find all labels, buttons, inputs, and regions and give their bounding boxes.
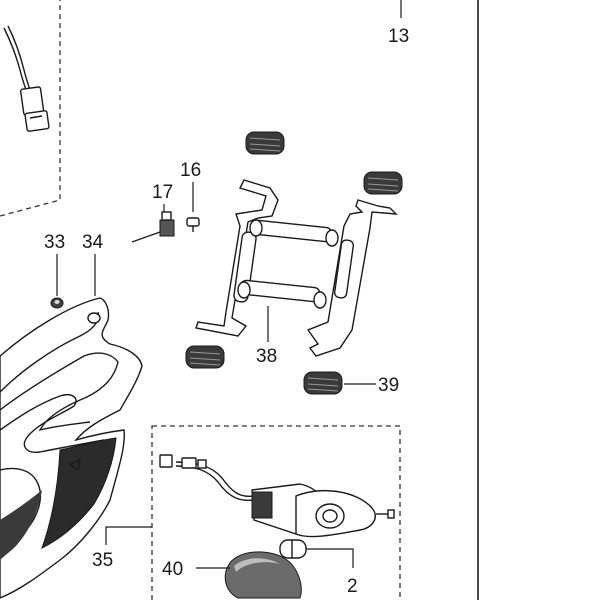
callout-34: 34 (82, 232, 104, 253)
rubber-bushing-39 (303, 371, 343, 395)
lens-40 (224, 551, 302, 599)
dashed-group-box-wiring (0, 0, 61, 217)
leader-line-2 (306, 548, 354, 568)
mount-bracket-38 (195, 179, 398, 357)
bulb-2 (279, 539, 307, 559)
rubber-bushing-top-right (363, 171, 403, 195)
callout-35: 35 (92, 550, 113, 571)
body-cover-panel-34 (0, 297, 143, 599)
callout-17: 17 (152, 182, 173, 203)
callout-39: 39 (378, 375, 399, 396)
callout-40: 40 (162, 559, 183, 580)
bolt-16 (186, 217, 200, 232)
leader-line-35 (105, 526, 152, 545)
callout-16: 16 (180, 160, 201, 181)
callout-33: 33 (44, 232, 65, 253)
callout-38: 38 (256, 346, 277, 367)
callout-2: 2 (347, 576, 358, 597)
rubber-bushing-top-left (245, 131, 285, 155)
turn-signal-assembly (159, 454, 395, 538)
clip-nut-17 (131, 211, 175, 243)
rubber-bushing-bottom-left (185, 345, 225, 369)
dashed-group-box-turn-signal (151, 425, 401, 605)
callout-13: 13 (388, 26, 409, 47)
wiring-harness-connector (3, 25, 50, 132)
nut-33 (50, 297, 64, 309)
